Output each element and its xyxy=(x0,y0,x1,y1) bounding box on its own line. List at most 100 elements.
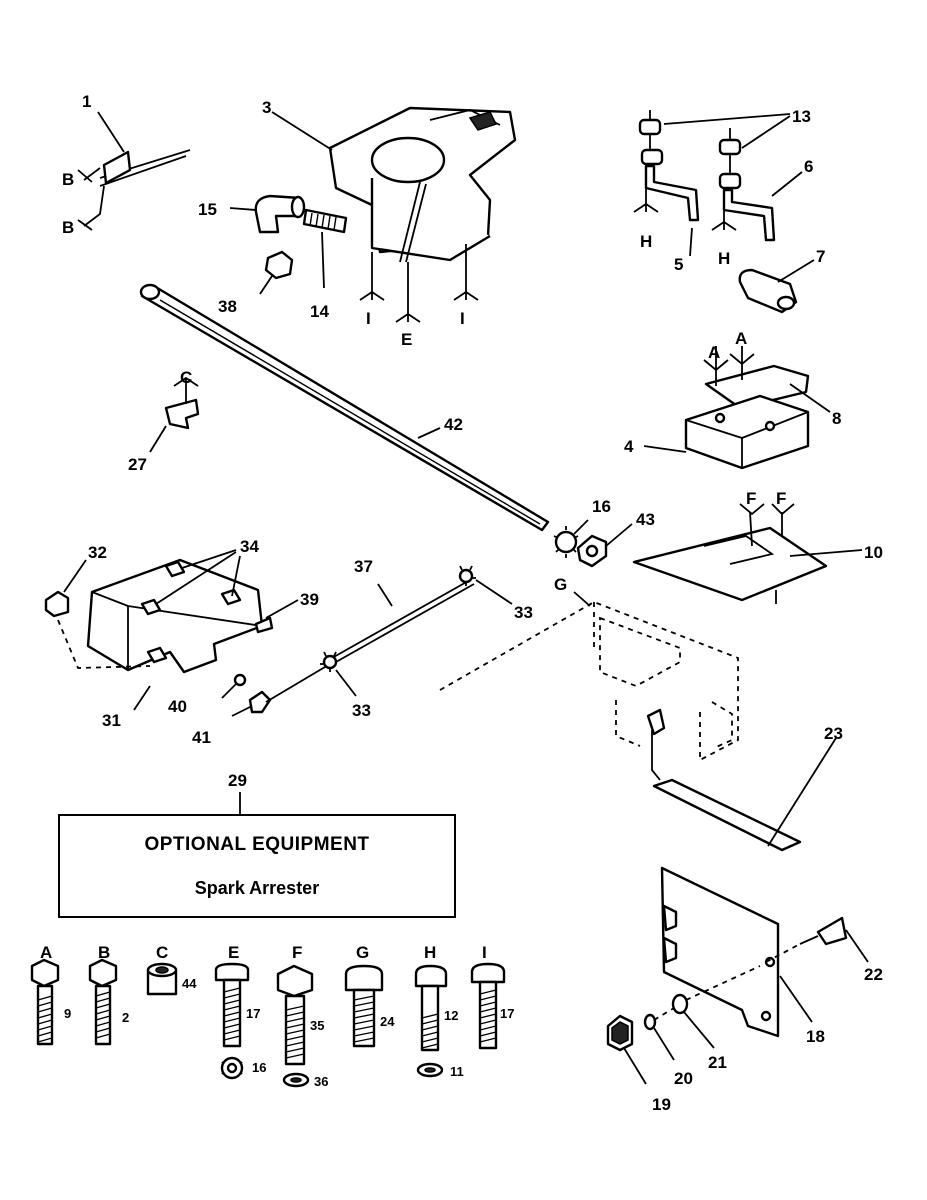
letter-e: E xyxy=(401,330,412,349)
fastener-key-e: E xyxy=(228,943,239,962)
optional-equipment-subtitle: Spark Arrester xyxy=(194,878,320,898)
callout-23: 23 xyxy=(824,724,843,743)
callout-17-left: 17 xyxy=(246,1006,260,1021)
part-14-tube xyxy=(302,208,348,289)
callout-6: 6 xyxy=(804,157,813,176)
letter-c-27: C xyxy=(180,368,192,387)
callout-13: 13 xyxy=(792,107,811,126)
letter-f-left: F xyxy=(746,489,756,508)
callout-34: 34 xyxy=(240,537,259,556)
fastener-c-nut: C 44 xyxy=(146,943,197,996)
part-22-bolt xyxy=(765,916,869,963)
part-10-plate xyxy=(632,503,863,604)
part-4-muffler xyxy=(643,394,810,470)
fastener-key-c: C xyxy=(156,943,168,962)
part-16-washer xyxy=(553,519,589,558)
part-19-clip xyxy=(606,1014,647,1085)
letter-i-right: I xyxy=(460,309,465,328)
fastener-a-bolt: A 9 xyxy=(30,943,71,1046)
callout-31: 31 xyxy=(102,711,121,730)
optional-equipment-title: OPTIONAL EQUIPMENT xyxy=(144,834,370,855)
callout-9: 9 xyxy=(64,1006,71,1021)
part-6-tube xyxy=(711,128,803,242)
part-31-housing xyxy=(86,558,264,711)
callout-41: 41 xyxy=(192,728,211,747)
letter-b-top: B xyxy=(62,170,74,189)
callout-13-leaders xyxy=(663,113,791,149)
part-7-clamp xyxy=(738,259,815,314)
callout-3: 3 xyxy=(262,98,271,117)
fastener-g-bolt: G 24 xyxy=(344,943,395,1048)
fastener-key-f: F xyxy=(292,943,302,962)
fastener-key-b: B xyxy=(98,943,110,962)
part-15-elbow xyxy=(229,194,306,234)
part-32-clip xyxy=(44,559,151,669)
callout-11: 11 xyxy=(450,1064,464,1079)
callout-33-lower: 33 xyxy=(352,701,371,720)
frame-outline xyxy=(439,591,739,781)
part-40-nut xyxy=(221,673,247,699)
callout-32: 32 xyxy=(88,543,107,562)
callout-4: 4 xyxy=(624,437,634,456)
callout-21: 21 xyxy=(708,1053,727,1072)
callout-16-top: 16 xyxy=(592,497,611,516)
part-33-clip-upper xyxy=(458,565,513,605)
part-20-washer xyxy=(643,1007,675,1061)
letter-a-right: A xyxy=(735,329,747,348)
fastener-h-bolt: H 12 11 xyxy=(414,943,464,1079)
part-3-engine xyxy=(271,106,517,323)
fastener-e-bolt: E 17 16 xyxy=(214,943,266,1080)
part-5-tube xyxy=(633,110,700,257)
callout-24: 24 xyxy=(380,1014,395,1029)
part-43-nut xyxy=(576,523,633,568)
letter-g: G xyxy=(554,575,567,594)
callout-36: 36 xyxy=(314,1074,328,1089)
callout-35: 35 xyxy=(310,1018,324,1033)
callout-37: 37 xyxy=(354,557,373,576)
callout-42: 42 xyxy=(444,415,463,434)
callout-18: 18 xyxy=(806,1027,825,1046)
callout-15: 15 xyxy=(198,200,217,219)
callout-40: 40 xyxy=(168,697,187,716)
part-38-nut xyxy=(259,250,294,295)
callout-16-bottom: 16 xyxy=(252,1060,266,1075)
fastener-i-bolt: I 17 xyxy=(470,943,514,1050)
part-37-rod xyxy=(265,579,475,703)
part-42-rod xyxy=(139,283,550,532)
callout-5: 5 xyxy=(674,255,683,274)
callout-14: 14 xyxy=(310,302,329,321)
callout-10: 10 xyxy=(864,543,883,562)
callout-20: 20 xyxy=(674,1069,693,1088)
callout-19: 19 xyxy=(652,1095,671,1114)
callout-22: 22 xyxy=(864,965,883,984)
callout-38: 38 xyxy=(218,297,237,316)
part-33-clip-lower xyxy=(320,651,357,697)
fastener-key-g: G xyxy=(356,943,369,962)
part-23-deflector xyxy=(652,737,837,852)
callout-17-right: 17 xyxy=(500,1006,514,1021)
callout-29: 29 xyxy=(228,771,247,790)
optional-equipment-box: OPTIONAL EQUIPMENT Spark Arrester xyxy=(58,814,456,918)
callout-34-leaders xyxy=(155,549,241,605)
part-39-clip xyxy=(254,599,299,634)
part-21-washer xyxy=(671,965,761,1049)
callout-44: 44 xyxy=(182,976,197,991)
letter-a-left: A xyxy=(708,343,720,362)
callout-33-upper: 33 xyxy=(514,603,533,622)
callout-7: 7 xyxy=(816,247,825,266)
fastener-key-a: A xyxy=(40,943,52,962)
fastener-f-bolt: F 35 36 xyxy=(276,943,328,1089)
callout-2: 2 xyxy=(122,1010,129,1025)
letter-i-left: I xyxy=(366,309,371,328)
fastener-key-i: I xyxy=(482,943,487,962)
letter-b-bottom: B xyxy=(62,218,74,237)
callout-1: 1 xyxy=(82,92,91,111)
callout-43: 43 xyxy=(636,510,655,529)
fastener-key-h: H xyxy=(424,943,436,962)
letter-f-right: F xyxy=(776,489,786,508)
callout-8: 8 xyxy=(832,409,841,428)
part-27-clip xyxy=(149,376,200,453)
letter-h-left: H xyxy=(640,232,652,251)
part-41-ball-joint xyxy=(231,690,272,717)
